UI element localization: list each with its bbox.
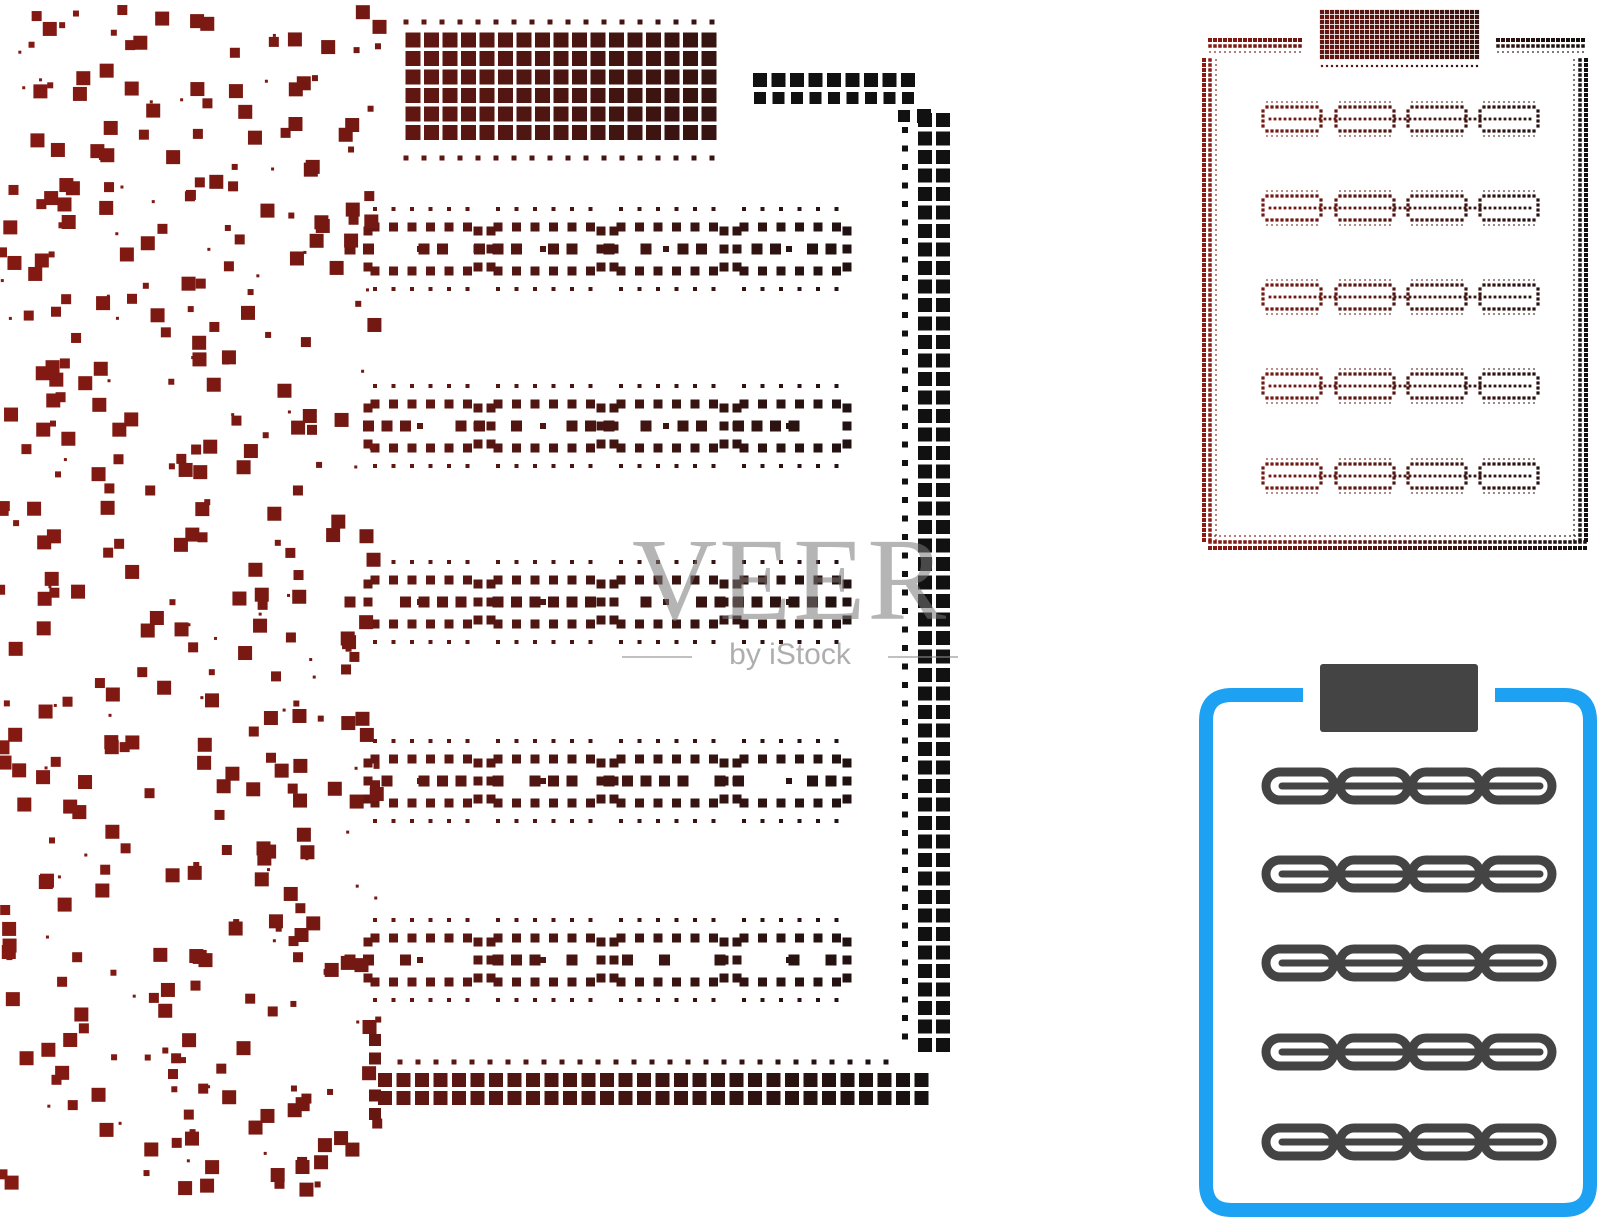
- clipboard-clip: [1320, 664, 1478, 732]
- halftone-chain-list-icon: [1202, 9, 1588, 550]
- flat-chain-list-icon: [1199, 664, 1597, 1217]
- clipboard-outline: [1199, 688, 1597, 1217]
- chain-rows: [1261, 767, 1557, 1161]
- dispersed-halftone-chain-list-icon: [0, 5, 950, 1197]
